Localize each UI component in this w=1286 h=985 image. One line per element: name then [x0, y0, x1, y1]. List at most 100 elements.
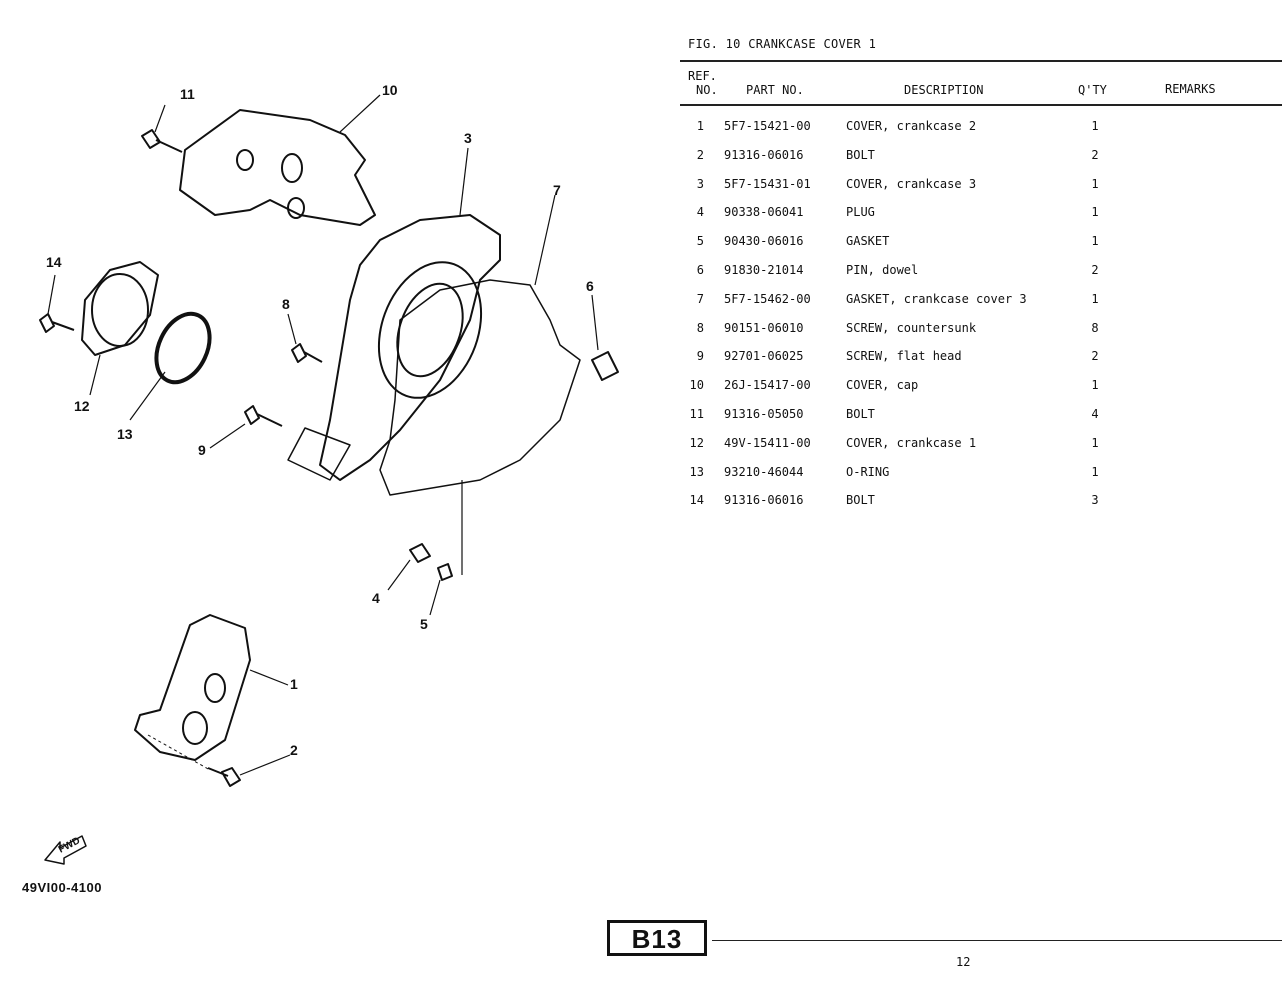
quantity-cell: 1 — [1091, 291, 1099, 306]
quantity-cell: 1 — [1091, 234, 1099, 249]
description-cell: BOLT — [846, 407, 875, 421]
table-row: 1 5F7-15421-00 COVER, crankcase 2 1 — [680, 119, 1280, 137]
table-row: 11 91316-05050 BOLT 4 — [680, 407, 1280, 425]
callout-4: 4 — [372, 590, 380, 606]
quantity-cell: 2 — [1091, 349, 1099, 364]
table-row: 5 90430-06016 GASKET 1 — [680, 234, 1280, 252]
header-ref-bottom: NO. — [696, 83, 718, 97]
description-cell: BOLT — [846, 147, 875, 162]
figure-title: FIG. 10 CRANKCASE COVER 1 — [688, 37, 877, 51]
part-8-screw — [291, 343, 323, 363]
callout-11: 11 — [180, 86, 195, 102]
ref-cell: 8 — [696, 320, 704, 335]
callout-7: 7 — [553, 182, 561, 198]
page-number: 12 — [956, 955, 971, 969]
ref-cell: 6 — [696, 263, 704, 277]
description-cell: COVER, crankcase 3 — [846, 176, 977, 191]
header-part-no: PART NO. — [746, 83, 804, 97]
description-cell: BOLT — [846, 493, 875, 508]
callout-9: 9 — [198, 442, 206, 458]
part-number-cell: 90151-06010 — [724, 320, 804, 335]
part-number-cell: 92701-06025 — [724, 349, 804, 364]
part-number-cell: 90430-06016 — [724, 234, 804, 249]
description-cell: PLUG — [846, 205, 875, 220]
header-description: DESCRIPTION — [904, 83, 984, 97]
callout-6: 6 — [586, 278, 594, 294]
part-14-bolt — [39, 313, 75, 333]
part-9-screw — [244, 405, 283, 427]
part-number-cell: 5F7-15421-00 — [724, 119, 811, 133]
header-ref-top: REF. — [688, 69, 717, 83]
part-number-cell: 26J-15417-00 — [724, 378, 811, 393]
part-number-cell: 91316-05050 — [724, 407, 804, 421]
callout-5: 5 — [420, 616, 428, 632]
ref-cell: 9 — [696, 349, 704, 364]
part-number-cell: 91316-06016 — [724, 493, 804, 508]
callout-12: 12 — [74, 398, 90, 414]
callout-8: 8 — [282, 296, 290, 312]
part-2-bolt — [207, 767, 241, 787]
ref-cell: 12 — [689, 435, 704, 450]
quantity-cell: 3 — [1091, 493, 1099, 508]
ref-cell: 11 — [689, 407, 704, 421]
part-number-cell: 91830-21014 — [724, 263, 804, 277]
footer-rule — [712, 940, 1282, 941]
table-row: 10 26J-15417-00 COVER, cap 1 — [680, 378, 1280, 396]
quantity-cell: 2 — [1091, 147, 1099, 162]
header-remarks: REMARKS — [1165, 82, 1216, 96]
quantity-cell: 1 — [1091, 119, 1099, 133]
quantity-cell: 2 — [1091, 263, 1099, 277]
callout-3: 3 — [464, 130, 472, 146]
table-row: 12 49V-15411-00 COVER, crankcase 1 1 — [680, 436, 1280, 454]
ref-cell: 2 — [696, 147, 704, 162]
part-5-gasket — [437, 563, 453, 581]
part-12-crankcase-cover-1 — [81, 261, 159, 356]
part-1-crankcase-cover-2 — [134, 614, 251, 761]
part-number-cell: 49V-15411-00 — [724, 435, 811, 450]
callout-1: 1 — [290, 676, 298, 692]
quantity-cell: 1 — [1091, 464, 1099, 479]
part-13-o-ring — [154, 311, 212, 385]
fwd-arrow-icon — [44, 835, 87, 865]
quantity-cell: 8 — [1091, 320, 1099, 335]
quantity-cell: 1 — [1091, 435, 1099, 450]
part-number-cell: 90338-06041 — [724, 205, 804, 220]
exploded-parts-diagram: 11 10 3 7 14 6 8 12 13 9 4 5 1 2 FWD 49V… — [0, 0, 640, 985]
part-10-cover-cap — [179, 109, 376, 226]
description-cell: GASKET, crankcase cover 3 — [846, 291, 1027, 306]
table-row: 14 91316-06016 BOLT 3 — [680, 493, 1280, 511]
description-cell: O-RING — [846, 464, 890, 479]
callout-2: 2 — [290, 742, 298, 758]
ref-cell: 1 — [696, 119, 704, 133]
quantity-cell: 4 — [1091, 407, 1099, 421]
part-number-cell: 5F7-15431-01 — [724, 176, 811, 191]
top-rule — [680, 60, 1282, 62]
ref-cell: 14 — [689, 493, 704, 508]
part-7-gasket — [379, 279, 581, 496]
quantity-cell: 1 — [1091, 378, 1099, 393]
ref-cell: 7 — [696, 291, 704, 306]
ref-cell: 3 — [696, 176, 704, 191]
diagram-code: 49VI00-4100 — [22, 880, 102, 895]
part-3-crankcase-cover — [319, 214, 501, 481]
ref-cell: 10 — [689, 378, 704, 393]
description-cell: SCREW, flat head — [846, 349, 962, 364]
ref-cell: 13 — [689, 464, 704, 479]
description-cell: COVER, crankcase 1 — [846, 435, 977, 450]
ref-cell: 5 — [696, 234, 704, 249]
section-badge: B13 — [607, 920, 707, 956]
ref-cell: 4 — [696, 205, 704, 220]
description-cell: COVER, crankcase 2 — [846, 119, 977, 133]
callout-10: 10 — [382, 82, 398, 98]
header-qty: Q'TY — [1078, 83, 1107, 97]
part-4-plug — [409, 543, 431, 563]
description-cell: COVER, cap — [846, 378, 919, 393]
description-cell: GASKET — [846, 234, 890, 249]
part-6-dowel-pin — [591, 351, 619, 381]
